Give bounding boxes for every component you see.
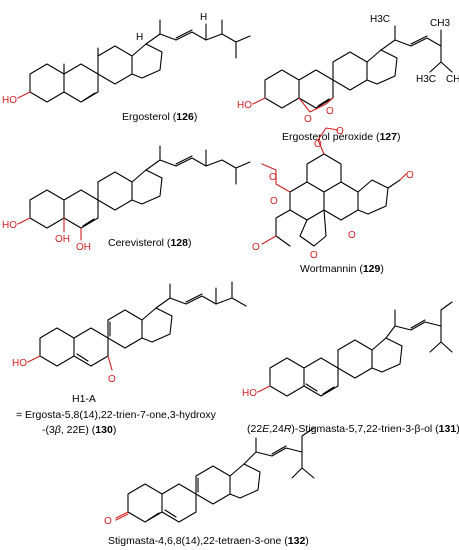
- carbonyl-oxygen-label: O: [336, 126, 344, 137]
- caption-129-name: Wortmannin (: [300, 263, 363, 275]
- furan-ketone-label: O: [348, 230, 356, 241]
- hydroxyl-label: HO: [242, 388, 257, 399]
- hydroxyl-label: OH: [55, 234, 70, 245]
- caption-131-name: )-Stigmasta-5,7,22-trien-3-β-ol (: [291, 423, 439, 435]
- svg-text:(22E,24R)-Stigmasta-5,7,22-tri: (22E,24R)-Stigmasta-5,7,22-trien-3-β-ol …: [247, 423, 459, 435]
- ester-oxygen-label: O: [314, 139, 322, 150]
- peroxide-oxygen-label: O: [304, 114, 312, 125]
- hydroxyl-label: HO: [237, 100, 252, 111]
- compound-number-127: 127: [379, 131, 397, 143]
- methyl-label: H: [136, 32, 143, 43]
- svg-text:Ergosterol (126): Ergosterol (126): [122, 111, 197, 123]
- structure-132: O Stigmasta-4,6,8(14),22-tetraen-3-one (…: [104, 427, 315, 547]
- ketone-oxygen-label: O: [406, 170, 414, 181]
- ether-oxygen-label: O: [269, 172, 277, 183]
- methyl-label: H: [200, 12, 207, 23]
- caption-132-name: Stigmasta-4,6,8(14),22-tetraen-3-one (: [108, 535, 288, 547]
- svg-text:Ergosterol peroxide (127): Ergosterol peroxide (127): [282, 131, 401, 143]
- structure-131: HO (22E,24R)-Stigmasta-5,7,22-trien-3-β-…: [242, 301, 459, 435]
- methyl-label: H3C: [370, 14, 390, 25]
- compound-number-131: 131: [439, 423, 457, 435]
- svg-text:Cerevisterol (128): Cerevisterol (128): [108, 237, 191, 249]
- hydroxyl-label: HO: [2, 220, 17, 231]
- compound-number-130: 130: [95, 424, 113, 436]
- compound-number-126: 126: [176, 111, 194, 123]
- methyl-label: CH3: [430, 18, 450, 29]
- lactone-carbonyl-label: O: [252, 242, 260, 253]
- peroxide-oxygen-label: O: [326, 106, 334, 117]
- ketone-oxygen-label: O: [108, 374, 116, 385]
- ketone-oxygen-label: O: [104, 516, 112, 527]
- structure-130: HO O H1-A = Ergosta-5,8(14),22-trien-7-o…: [12, 281, 247, 436]
- structure-127: HO O O H3C CH3 H3C CH3 Ergosterol peroxi…: [237, 14, 459, 143]
- caption-126-name: Ergosterol (: [122, 111, 177, 123]
- compound-number-132: 132: [288, 535, 306, 547]
- caption-128-name: Cerevisterol (: [108, 237, 171, 249]
- svg-text:-(3β, 22E) (130): -(3β, 22E) (130): [42, 424, 116, 436]
- compound-number-129: 129: [363, 263, 381, 275]
- compound-number-128: 128: [170, 237, 188, 249]
- hydroxyl-label: HO: [2, 95, 17, 106]
- svg-text:Wortmannin (129): Wortmannin (129): [300, 263, 384, 275]
- structure-128: HO OH OH Cerevisterol (128): [2, 145, 251, 253]
- methyl-label: H3C: [416, 74, 436, 85]
- caption-130-line2: = Ergosta-5,8(14),22-trien-7-one,3-hydro…: [16, 409, 217, 421]
- hydroxyl-label: HO: [12, 358, 27, 369]
- hydroxyl-label: OH: [76, 242, 91, 253]
- lactone-oxygen-label: O: [270, 196, 278, 207]
- structure-129: O O O O O O O O Wortmannin (129): [252, 126, 414, 275]
- caption-127-name: Ergosterol peroxide (: [282, 131, 380, 143]
- furan-oxygen-label: O: [310, 250, 318, 261]
- methyl-label: CH3: [446, 74, 459, 85]
- svg-text:Stigmasta-4,6,8(14),22-tetraen: Stigmasta-4,6,8(14),22-tetraen-3-one (13…: [108, 535, 309, 547]
- caption-130-line1: H1-A: [72, 393, 96, 405]
- structure-126: HO H H Ergosterol (126): [2, 12, 251, 123]
